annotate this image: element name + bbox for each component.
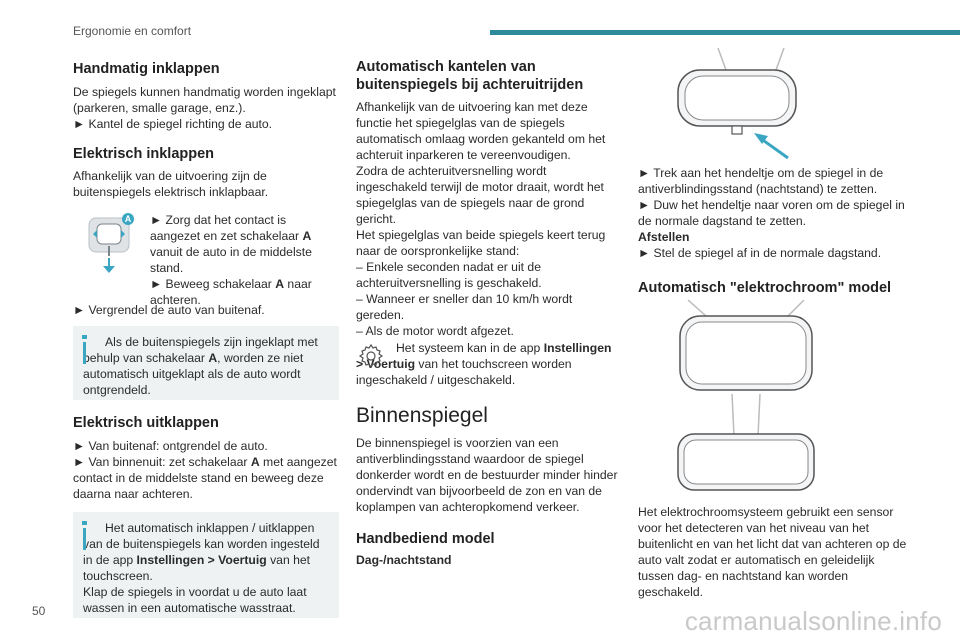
page-number: 50 [32, 604, 46, 618]
settings-gear-icon [358, 343, 384, 369]
heading-manual-fold: Handmatig inklappen [73, 61, 220, 77]
svg-text:A: A [125, 214, 132, 224]
settings-note: Het systeem kan in de app Instellingen >… [356, 341, 612, 387]
paragraph: ► Kantel de spiegel richting de auto. [73, 117, 273, 131]
header-accent-bar [490, 30, 960, 35]
column-left: Handmatig inklappen De spiegels kunnen h… [73, 56, 339, 618]
heading-auto-tilt: Automatisch kantelen van buitenspiegels … [356, 59, 584, 93]
mirror-illustration-electrochrome [677, 299, 815, 491]
heading-electrochrome: Automatisch "elektrochroom" model [638, 280, 892, 296]
heading-electric-unfold: Elektrisch uitklappen [73, 415, 219, 431]
info-box: Het automatisch inklappen / uitklappen v… [73, 512, 339, 618]
watermark: carmanualsonline.info [684, 606, 942, 636]
heading-manual-model: Handbediend model [356, 531, 495, 547]
mirror-switch-icon: A [88, 213, 134, 273]
heading-electric-fold: Elektrisch inklappen [73, 146, 215, 162]
info-icon [82, 335, 87, 339]
heading-day-night: Dag-/nachtstand [356, 553, 452, 567]
heading-interior-mirror: Binnenspiegel [356, 404, 488, 427]
info-icon [82, 521, 87, 525]
paragraph: De spiegels kunnen handmatig worden inge… [73, 85, 336, 115]
paragraph: Afhankelijk van de uitvoering zijn de bu… [73, 169, 269, 199]
section-title: Ergonomie en comfort [73, 24, 192, 38]
switch-block: A ► Zorg dat het contact is aangezet en … [73, 210, 339, 307]
heading-adjust: Afstellen [638, 230, 690, 244]
column-middle: Automatisch kantelen van buitenspiegels … [356, 59, 618, 567]
paragraph: ► Vergrendel de auto van buitenaf. [73, 303, 265, 317]
info-box: Als de buitenspiegels zijn ingeklapt met… [73, 326, 339, 400]
mirror-illustration-manual [677, 48, 797, 160]
arrow-icon [754, 133, 768, 144]
paragraph: ► Van buitenaf: ontgrendel de auto. [73, 439, 268, 453]
